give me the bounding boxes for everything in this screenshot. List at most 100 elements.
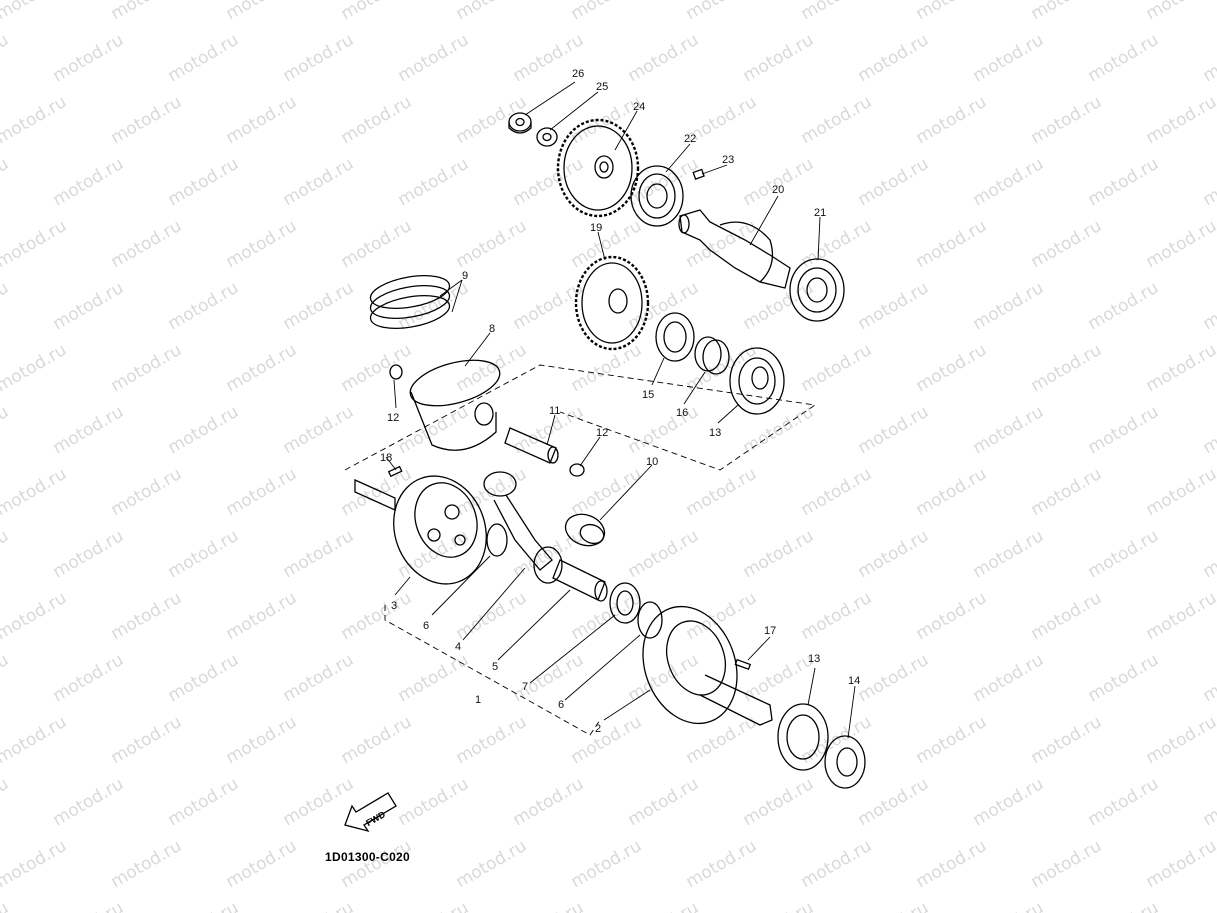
watermark-text: motod.ru	[855, 154, 933, 210]
watermark-text: motod.ru	[165, 650, 243, 706]
watermark-text: motod.ru	[0, 712, 70, 768]
watermark-text: motod.ru	[280, 898, 358, 913]
watermark-text: motod.ru	[798, 588, 876, 644]
drawing	[344, 81, 866, 789]
label-22: 22	[684, 133, 696, 145]
part-13-bearing-lower	[777, 703, 829, 771]
watermark-text: motod.ru	[1200, 898, 1217, 913]
label-7: 7	[522, 681, 528, 693]
watermark-text: motod.ru	[338, 340, 416, 396]
watermark-text: motod.ru	[0, 154, 12, 210]
part-6-washer-left	[486, 523, 508, 557]
label-2: 2	[595, 723, 601, 735]
part-2-crank-half	[642, 605, 773, 726]
watermark-text: motod.ru	[1143, 216, 1217, 272]
watermark-text: motod.ru	[625, 526, 703, 582]
watermark-text: motod.ru	[223, 216, 301, 272]
part-24-gear	[556, 118, 640, 218]
watermark-text: motod.ru	[50, 650, 128, 706]
watermark-text: motod.ru	[395, 898, 473, 913]
watermark-text: motod.ru	[740, 154, 818, 210]
watermark-text: motod.ru	[798, 464, 876, 520]
watermark-text: motod.ru	[510, 774, 588, 830]
watermark-text: motod.ru	[855, 402, 933, 458]
watermark-text: motod.ru	[395, 650, 473, 706]
watermark-text: motod.ru	[108, 340, 186, 396]
watermark-text: motod.ru	[1028, 588, 1106, 644]
watermark-text: motod.ru	[683, 0, 761, 24]
watermark-text: motod.ru	[453, 836, 531, 892]
watermark-text: motod.ru	[625, 898, 703, 913]
watermark-text: motod.ru	[625, 30, 703, 86]
label-3: 3	[391, 600, 397, 612]
watermark-text: motod.ru	[740, 650, 818, 706]
part-12-clip-upper	[389, 364, 403, 380]
part-20-balancer-shaft	[678, 209, 791, 289]
watermark-text: motod.ru	[568, 0, 646, 24]
part-10-needle-bearing	[564, 513, 606, 547]
watermark-text: motod.ru	[1028, 216, 1106, 272]
watermark-text: motod.ru	[913, 464, 991, 520]
label-10: 10	[646, 456, 658, 468]
part-17-key	[734, 658, 752, 671]
watermark-text: motod.ru	[165, 278, 243, 334]
label-1: 1	[475, 694, 481, 706]
watermark-text: motod.ru	[0, 464, 70, 520]
watermark-text: motod.ru	[798, 92, 876, 148]
watermark-text: motod.ru	[0, 340, 70, 396]
watermark-text: motod.ru	[913, 216, 991, 272]
watermark-text: motod.ru	[855, 278, 933, 334]
watermark-text: motod.ru	[1143, 712, 1217, 768]
watermark-text: motod.ru	[568, 712, 646, 768]
watermark-text: motod.ru	[223, 0, 301, 24]
part-9-piston-rings	[369, 275, 451, 329]
watermark-text: motod.ru	[970, 30, 1048, 86]
watermark-text: motod.ru	[395, 154, 473, 210]
watermark-text: motod.ru	[970, 278, 1048, 334]
watermark-text: motod.ru	[1028, 712, 1106, 768]
label-9: 9	[462, 270, 468, 282]
watermark-text: motod.ru	[338, 92, 416, 148]
label-17: 17	[764, 625, 776, 637]
watermark-text: motod.ru	[798, 0, 876, 24]
part-4-connecting-rod	[483, 471, 563, 584]
watermark-text: motod.ru	[453, 216, 531, 272]
part-16-bush	[694, 336, 730, 375]
watermark-text: motod.ru	[970, 650, 1048, 706]
label-23: 23	[722, 154, 734, 166]
watermark-text: motod.ru	[568, 836, 646, 892]
watermark-text: motod.ru	[1200, 774, 1217, 830]
diagram-code: 1D01300-C020	[325, 850, 410, 864]
watermark-text: motod.ru	[0, 898, 12, 913]
watermark-text: motod.ru	[510, 154, 588, 210]
label-4: 4	[455, 641, 461, 653]
watermark-text: motod.ru	[453, 588, 531, 644]
watermark-text: motod.ru	[108, 836, 186, 892]
watermark-text: motod.ru	[510, 526, 588, 582]
watermark-text: motod.ru	[1028, 340, 1106, 396]
watermark-text: motod.ru	[855, 650, 933, 706]
watermark-text: motod.ru	[1200, 278, 1217, 334]
part-3-crank-half	[354, 475, 487, 585]
watermark-text: motod.ru	[1143, 464, 1217, 520]
watermark-text: motod.ru	[740, 898, 818, 913]
watermark-text: motod.ru	[108, 92, 186, 148]
watermark-text: motod.ru	[1028, 836, 1106, 892]
watermark-text: motod.ru	[338, 712, 416, 768]
watermark-text: motod.ru	[1085, 774, 1163, 830]
watermark-text: motod.ru	[798, 340, 876, 396]
watermark-text: motod.ru	[453, 92, 531, 148]
watermark-text: motod.ru	[165, 774, 243, 830]
watermark-text: motod.ru	[338, 216, 416, 272]
watermark-text: motod.ru	[223, 340, 301, 396]
watermark-text: motod.ru	[108, 0, 186, 24]
watermark-text: motod.ru	[510, 650, 588, 706]
label-24: 24	[633, 101, 645, 113]
watermark-text: motod.ru	[0, 0, 70, 24]
watermark-text: motod.ru	[970, 898, 1048, 913]
watermark-text: motod.ru	[338, 0, 416, 24]
watermark-text: motod.ru	[970, 774, 1048, 830]
watermark-text: motod.ru	[683, 464, 761, 520]
watermark-text: motod.ru	[453, 0, 531, 24]
